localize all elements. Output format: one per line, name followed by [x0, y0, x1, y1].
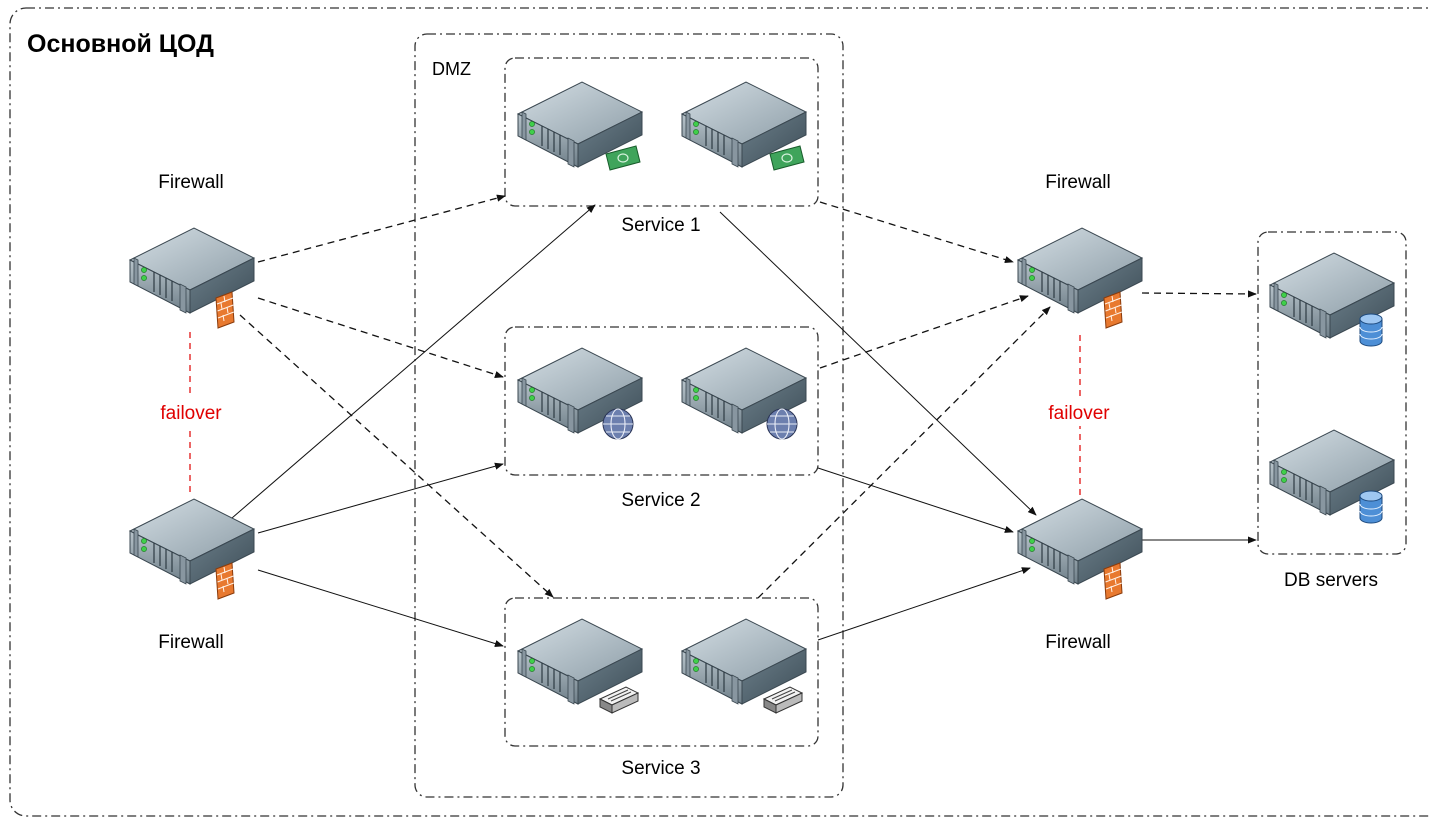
- service2-group: [504, 326, 819, 476]
- service1-server-a: [517, 81, 643, 171]
- globe-icon: [602, 408, 634, 440]
- firewall-left-bottom: [129, 498, 255, 600]
- link-service3-to-fw-rb: [817, 567, 1031, 641]
- link-service1-to-fw-rt: [819, 201, 1014, 264]
- globe-icon: [766, 408, 798, 440]
- firewall-label-right-bottom: Firewall: [1045, 632, 1110, 653]
- service3-label: Service 3: [621, 758, 700, 779]
- link-service3-to-fw-rt: [757, 306, 1051, 599]
- dmz-zone: [414, 33, 844, 798]
- database-icon: [1359, 490, 1383, 524]
- firewall-icon: [1103, 562, 1123, 600]
- firewall-label-right-top: Firewall: [1045, 172, 1110, 193]
- dmz-label: DMZ: [432, 59, 471, 79]
- firewall-right-bottom: [1017, 498, 1143, 600]
- firewall-label-left-bottom: Firewall: [158, 632, 223, 653]
- failover-label-left: failover: [160, 403, 222, 424]
- link-fw-lb-to-service3: [257, 569, 504, 648]
- service2-server-a: [517, 347, 643, 440]
- link-fw-lb-to-service2: [257, 462, 504, 534]
- firewall-label-left-top: Firewall: [158, 172, 223, 193]
- link-fw-lt-to-service2: [257, 297, 504, 378]
- db-server-b: [1269, 429, 1395, 524]
- db-server-a: [1269, 252, 1395, 347]
- firewall-icon: [215, 291, 235, 329]
- db-servers-label: DB servers: [1284, 570, 1378, 591]
- service1-group: [504, 57, 819, 207]
- datacenter-boundary: [9, 7, 1432, 817]
- firewall-right-top: [1017, 227, 1143, 329]
- link-fw-rt-to-db: [1141, 290, 1257, 298]
- db-servers-group: [1257, 231, 1407, 555]
- link-service1-to-fw-rb: [719, 211, 1037, 516]
- page-title: Основной ЦОД: [27, 30, 214, 58]
- service3-server-b: [681, 618, 807, 714]
- link-fw-lb-to-service1: [231, 204, 596, 519]
- service3-server-a: [517, 618, 643, 714]
- service2-label: Service 2: [621, 490, 700, 511]
- link-service2-to-fw-rt: [819, 295, 1029, 369]
- firewall-left-top: [129, 227, 255, 329]
- database-icon: [1359, 313, 1383, 347]
- service1-server-b: [681, 81, 807, 171]
- service2-server-b: [681, 347, 807, 440]
- failover-label-right: failover: [1048, 403, 1110, 424]
- firewall-icon: [1103, 291, 1123, 329]
- network-card-icon: [599, 686, 639, 714]
- firewall-icon: [215, 562, 235, 600]
- network-card-icon: [763, 686, 803, 714]
- link-fw-lt-to-service3: [239, 314, 554, 598]
- service1-label: Service 1: [621, 215, 700, 236]
- link-service2-to-fw-rb: [817, 467, 1014, 533]
- service3-group: [504, 597, 819, 747]
- link-fw-lt-to-service1: [257, 194, 506, 263]
